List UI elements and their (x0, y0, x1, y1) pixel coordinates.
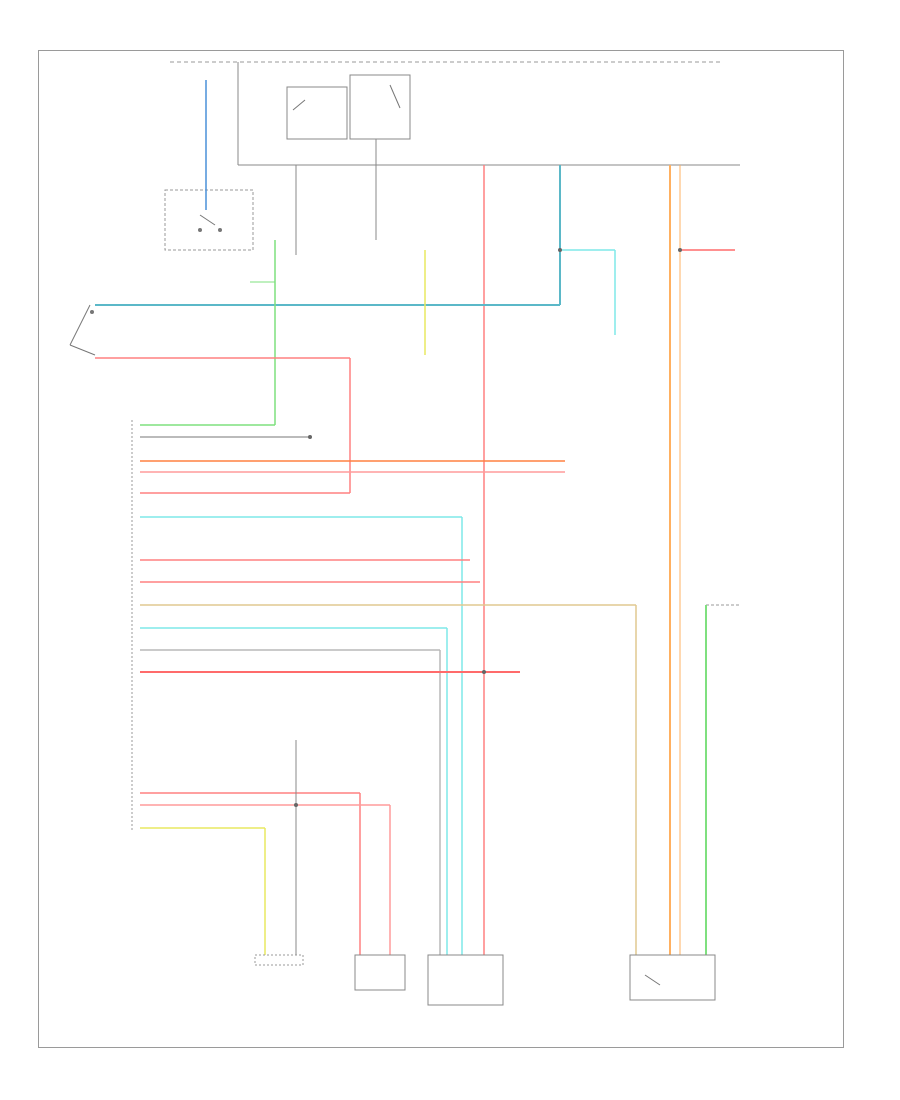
brake-pedal-position-switch (69, 304, 96, 356)
bottom-connectors (254, 954, 716, 1006)
vertical-wires (205, 80, 681, 955)
splice-points (294, 248, 682, 807)
relay-1 (286, 86, 348, 140)
ignition-switch (164, 189, 254, 251)
horizontal-wires (95, 240, 740, 955)
relay-2 (349, 74, 411, 140)
power-bus (170, 61, 740, 166)
diagram-frame (38, 50, 844, 1048)
